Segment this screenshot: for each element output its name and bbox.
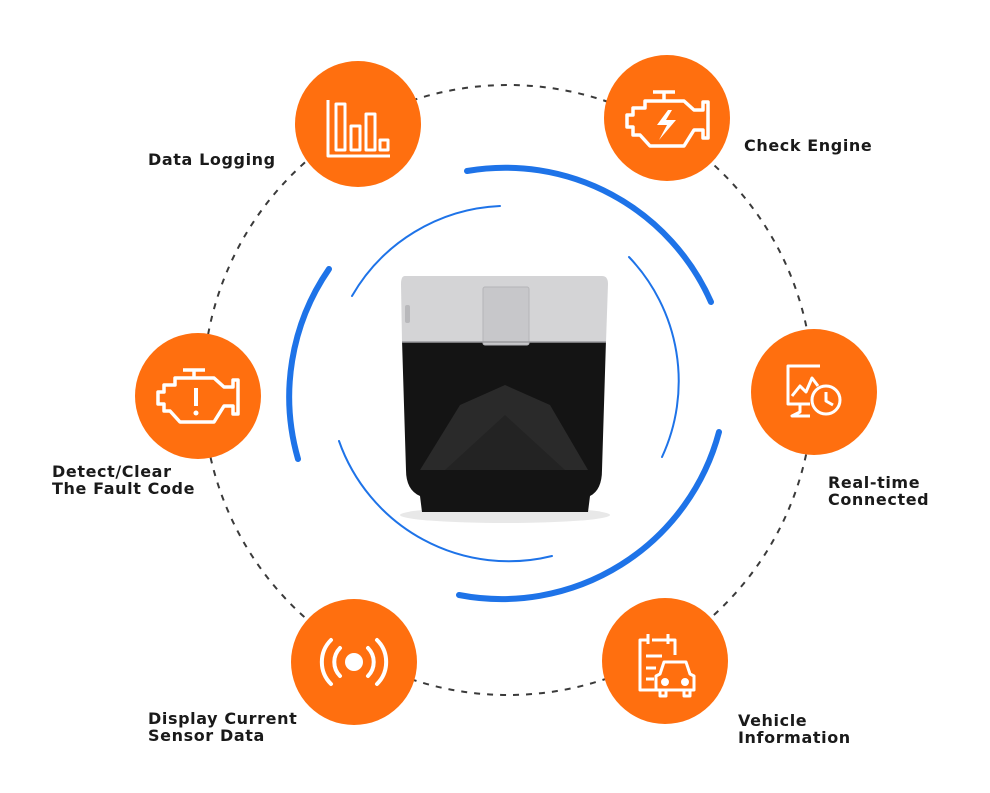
label-fault-code: Detect/Clear The Fault Code — [52, 463, 195, 497]
label-sensor-line-1: Display Current — [148, 709, 298, 728]
label-realtime-connected: Real-time Connected — [828, 474, 929, 508]
device-cap-tab — [482, 286, 530, 346]
engine-warning-icon — [156, 368, 240, 424]
feature-data-logging — [295, 61, 421, 187]
engine-icon — [625, 90, 710, 148]
label-vehicle-line-2: Information — [738, 728, 851, 747]
outer-arc-top-right — [464, 164, 714, 305]
monitor-clock-icon — [786, 364, 842, 418]
inner-arc-right — [628, 256, 680, 458]
feature-fault-code — [135, 333, 261, 459]
label-sensor-line-2: Sensor Data — [148, 726, 265, 745]
label-fault-line-2: The Fault Code — [52, 479, 196, 498]
label-vehicle-information: Vehicle Information — [738, 712, 851, 746]
label-realtime-line-1: Real-time — [828, 473, 921, 492]
inner-arc-top-left — [351, 205, 501, 297]
inner-arc-bottom-left — [338, 440, 553, 563]
signal-waves-icon — [319, 638, 389, 686]
blue-rings — [286, 164, 722, 603]
outer-arc-right — [456, 429, 722, 603]
clipboard-car-icon — [638, 634, 696, 698]
label-data-logging-line-1: Data Logging — [148, 150, 276, 169]
label-vehicle-line-1: Vehicle — [738, 711, 808, 730]
device-chevron-inner — [445, 415, 565, 470]
icon-circle-data-logging — [295, 61, 421, 187]
label-data-logging: Data Logging — [148, 151, 276, 168]
label-check-engine-line-1: Check Engine — [744, 136, 873, 155]
label-realtime-line-2: Connected — [828, 490, 930, 509]
bar-chart-icon — [326, 100, 390, 158]
label-sensor-data: Display Current Sensor Data — [148, 710, 297, 744]
feature-check-engine — [604, 55, 730, 181]
device-led — [405, 305, 410, 323]
feature-vehicle-information — [602, 598, 728, 724]
obd-device — [400, 276, 610, 523]
label-check-engine: Check Engine — [744, 137, 872, 154]
label-fault-line-1: Detect/Clear — [52, 462, 172, 481]
outer-arc-left — [286, 266, 332, 462]
feature-sensor-data — [291, 599, 417, 725]
feature-realtime-connected — [751, 329, 877, 455]
